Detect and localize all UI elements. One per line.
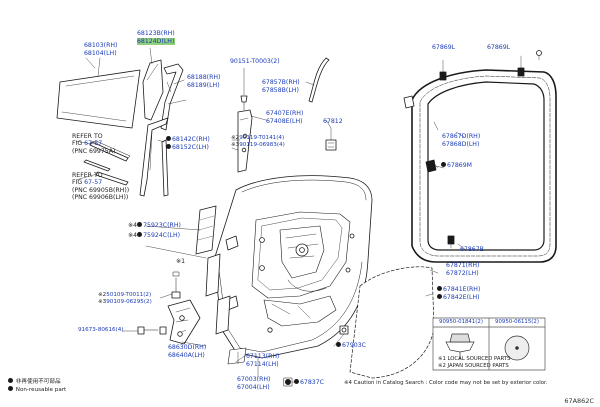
mark-star2: ※2	[231, 135, 240, 141]
label-68124d[interactable]: 68124D(LH)	[137, 37, 175, 45]
label-68189[interactable]: 68189(LH)	[187, 81, 220, 89]
non-reusable-dot-icon	[137, 231, 143, 237]
refer-pnc: (PNC 69906B(LH))	[72, 194, 129, 202]
label-68640a[interactable]: 68640A(LH)	[168, 351, 205, 359]
legend-part-90950-06115[interactable]: 90950-06115(2)	[495, 319, 539, 325]
label-67812[interactable]: 67812	[323, 118, 343, 125]
mark-star4: ※4	[128, 222, 138, 229]
refer-text: REFER TO	[72, 172, 103, 179]
label-67842e[interactable]: 67842E(LH)	[443, 293, 480, 301]
label-50109-t0011[interactable]: 50109-T0011(2)	[106, 292, 152, 298]
label-68152c[interactable]: 68152C(LH)	[172, 143, 209, 151]
refer-fig-prefix: FIG	[72, 140, 85, 148]
label-67869m[interactable]: 67869M	[447, 162, 473, 169]
refer-fig-link[interactable]: 67-57	[84, 179, 103, 187]
label-67871[interactable]: 67871(RH)	[446, 262, 480, 269]
non-reusable-dot-icon	[166, 143, 171, 149]
refer-pnc: (PNC 69905B(RH))	[72, 186, 130, 194]
non-reusable-dot-icon	[336, 342, 341, 347]
mark-star4: ※4	[128, 231, 138, 239]
label-67408e[interactable]: 67408E(LH)	[266, 117, 303, 125]
label-67867d[interactable]: 67867D(RH)	[442, 133, 481, 140]
door-check	[168, 300, 200, 344]
label-67903c[interactable]: 67903C	[342, 342, 367, 349]
label-67869l[interactable]: 67869L	[432, 44, 456, 51]
door-trim-strip	[309, 58, 329, 102]
refer-text: REFER TO	[72, 133, 103, 140]
label-67113[interactable]: 67113(RH)	[246, 353, 280, 360]
label-68142c[interactable]: 68142C(RH)	[172, 136, 210, 143]
non-reusable-dot-icon	[8, 378, 13, 383]
label-90109-06295[interactable]: 90109-06295(2)	[106, 299, 152, 305]
label-68630d[interactable]: 68630D(RH)	[168, 344, 207, 351]
door-glass	[57, 70, 140, 128]
label-67003[interactable]: 67003(RH)	[237, 376, 271, 383]
part-legend-box	[433, 318, 545, 370]
non-reusable-dot-icon	[437, 286, 442, 291]
label-67868d[interactable]: 67868D(LH)	[442, 140, 480, 148]
label-67004[interactable]: 67004(LH)	[237, 383, 270, 391]
label-67857b[interactable]: 67857B(RH)	[262, 79, 300, 86]
non-reusable-dot-icon	[8, 386, 13, 391]
pillar-garnish	[238, 110, 252, 172]
refer-pnc: (PNC 69975A)	[72, 147, 116, 155]
glass-run-channel	[140, 118, 168, 196]
non-reusable-dot-icon	[441, 162, 446, 167]
refer-fig-prefix: FIG	[72, 179, 85, 187]
label-67858b[interactable]: 67858B(LH)	[262, 86, 299, 94]
label-68123b[interactable]: 68123B(RH)	[137, 30, 175, 37]
label-68103[interactable]: 68103(RH)	[84, 42, 118, 49]
legend-note-local: ※1 LOCAL SOURCED PARTS	[438, 356, 511, 362]
non-reusable-dot-icon	[437, 293, 442, 299]
label-67114[interactable]: 67114(LH)	[246, 360, 279, 368]
label-67869l[interactable]: 67869L	[487, 44, 511, 51]
mark-star1: ※1	[176, 258, 186, 265]
weatherstrip-seal	[412, 70, 556, 262]
label-67841e[interactable]: 67841E(RH)	[443, 286, 481, 293]
mark-star3: ※3	[231, 142, 240, 148]
non-reusable-dot-icon	[137, 222, 143, 227]
label-67867b[interactable]: 67867B	[460, 246, 484, 253]
legend-note-japan: ※2 JAPAN SOURCED PARTS	[438, 363, 509, 369]
refer-fig-link[interactable]: 67-57	[84, 140, 103, 148]
mark-star3: ※3	[98, 299, 107, 305]
mark-star2: ※2	[98, 292, 107, 298]
label-68104[interactable]: 68104(LH)	[84, 49, 117, 57]
non-reusable-dot-icon	[294, 379, 299, 384]
label-68188[interactable]: 68188(RH)	[187, 74, 221, 81]
legend-nonreusable-en: Non-reusable part	[15, 387, 67, 393]
legend-nonreusable-jp: 非再使用不可部品	[15, 379, 61, 385]
label-67872[interactable]: 67872(LH)	[446, 269, 479, 277]
label-75923c[interactable]: 75923C(RH)	[143, 222, 181, 229]
legend-part-90950-01841[interactable]: 90950-01841(2)	[439, 319, 483, 325]
caution-note: ※4 Caution in Catalog Search : Color cod…	[344, 380, 548, 386]
division-bar	[161, 64, 183, 130]
label-90151[interactable]: 90151-T0003(2)	[230, 58, 280, 65]
label-90119-t0141[interactable]: 90119-T0141(4)	[239, 135, 285, 141]
door-stripe-tape	[196, 206, 216, 254]
non-reusable-dot-icon	[166, 136, 171, 141]
quarter-glass	[143, 60, 163, 120]
label-75924c[interactable]: 75924C(LH)	[143, 231, 181, 239]
label-67407e[interactable]: 67407E(RH)	[266, 110, 304, 117]
label-91673[interactable]: 91673-80616(4)	[78, 327, 124, 333]
diagram-code: 67A862C	[564, 397, 594, 405]
label-90119-06983[interactable]: 90119-06983(4)	[239, 142, 285, 148]
label-67837c[interactable]: 67837C	[300, 379, 325, 386]
